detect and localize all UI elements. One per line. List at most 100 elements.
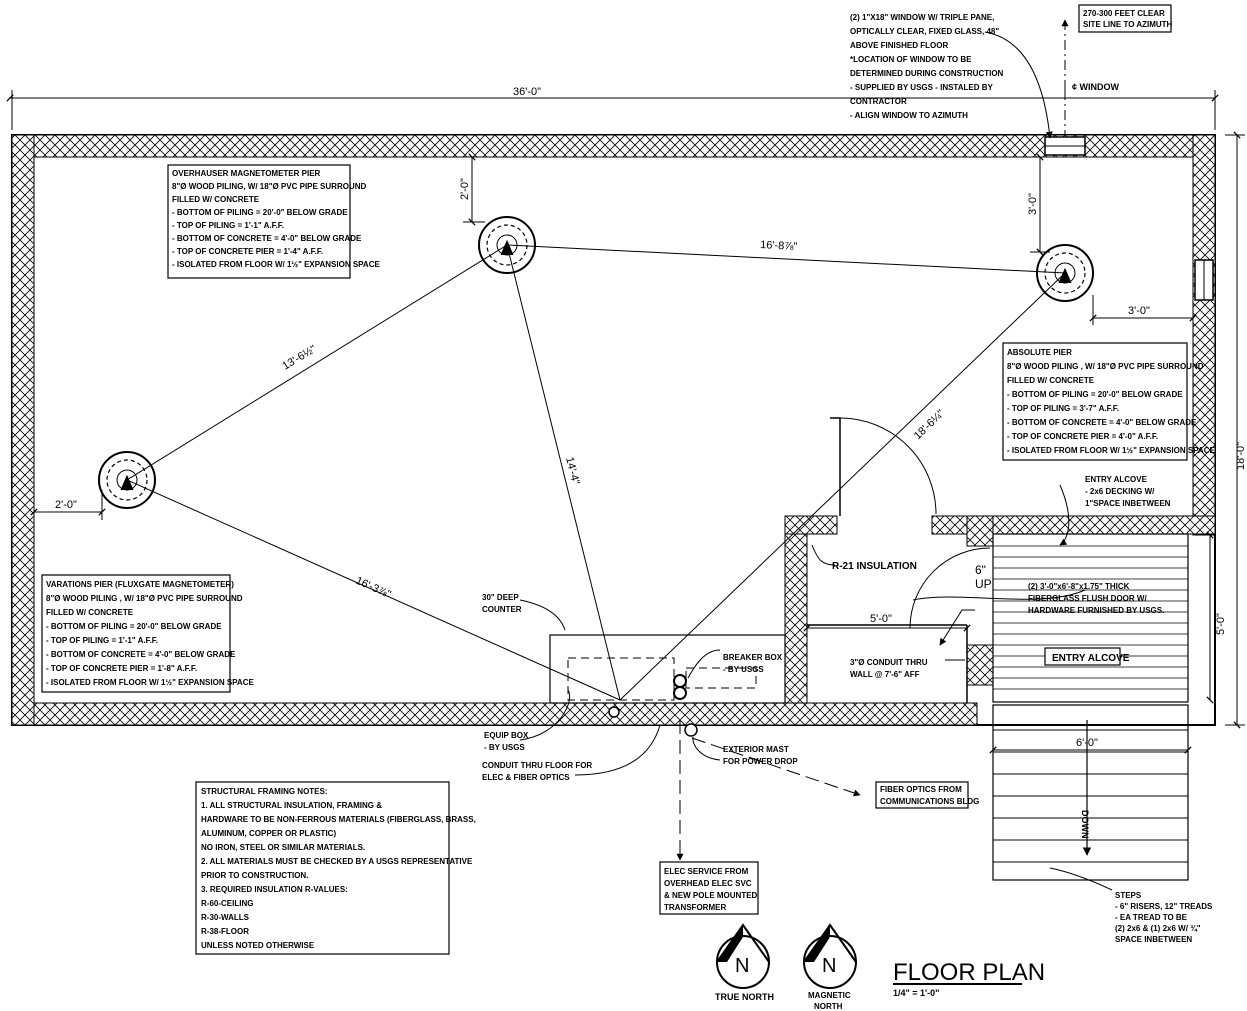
steps-note-line: - 6" RISERS, 12" TREADS [1115, 902, 1213, 911]
fiber-note-line: COMMUNICATIONS BLDG [880, 797, 979, 806]
structural-note-line: NO IRON, STEEL OR SIMILAR MATERIALS. [201, 843, 365, 852]
true-north-symbol: N TRUE NORTH [715, 923, 774, 1002]
door-note-line: FIBERGLASS FLUSH DOOR W/ [1028, 594, 1147, 603]
counter-note-line: COUNTER [482, 605, 522, 614]
structural-note-line: R-30-WALLS [201, 913, 250, 922]
absolute-note-line: - BOTTOM OF CONCRETE = 4'-0" BELOW GRADE [1007, 418, 1197, 427]
absolute-note-line: FILLED W/ CONCRETE [1007, 376, 1095, 385]
breaker-note-line: BREAKER BOX [723, 653, 783, 662]
absolute-note-line: - ISOLATED FROM FLOOR W/ 1½" EXPANSION S… [1007, 446, 1215, 455]
exterior-mast-note: EXTERIOR MAST FOR POWER DROP [723, 745, 798, 766]
window-centerline-label: ¢ WINDOW [1072, 82, 1120, 92]
structural-note-line: R-60-CEILING [201, 899, 253, 908]
steps-note-line: STEPS [1115, 891, 1142, 900]
variations-note-line: - ISOLATED FROM FLOOR W/ 1½" EXPANSION S… [46, 678, 254, 687]
fiber-note-line: FIBER OPTICS FROM [880, 785, 962, 794]
variations-note-line: - BOTTOM OF PILING = 20'-0" BELOW GRADE [46, 622, 222, 631]
steps-note-line: (2) 2x6 & (1) 2x6 W/ ¾" [1115, 924, 1201, 933]
overhauser-note-line: - ISOLATED FROM FLOOR W/ 1½" EXPANSION S… [172, 260, 380, 269]
elec-note-line: & NEW POLE MOUNTED [664, 891, 758, 900]
window-note-line: - SUPPLIED BY USGS - INSTALED BY [850, 83, 993, 92]
structural-note-line: 2. ALL MATERIALS MUST BE CHECKED BY A US… [201, 857, 473, 866]
magnetic-north-letter: N [822, 955, 836, 977]
window-note-line: DETERMINED DURING CONSTRUCTION [850, 69, 1004, 78]
conduit-floor-line: ELEC & FIBER OPTICS [482, 773, 570, 782]
entry-door [830, 417, 991, 629]
dim-2-0-top: 2'-0" [459, 178, 471, 200]
variations-note-line: - TOP OF PILING = 1'-1" A.F.F. [46, 636, 158, 645]
entry-alcove-line: ENTRY ALCOVE [1085, 475, 1148, 484]
window-top [1044, 136, 1086, 156]
equip-box-note: EQUIP BOX - BY USGS [484, 731, 529, 752]
overhauser-note-line: FILLED W/ CONCRETE [172, 195, 260, 204]
title-block: FLOOR PLAN 1/4" = 1'-0" [893, 959, 1045, 998]
overhauser-note-line: - TOP OF PILING = 1'-1" A.F.F. [172, 221, 284, 230]
elec-note-line: ELEC SERVICE FROM [664, 867, 749, 876]
elec-service-note: ELEC SERVICE FROM OVERHEAD ELEC SVC & NEW … [664, 867, 758, 912]
leader-lines [519, 31, 1113, 891]
absolute-note-line: - TOP OF CONCRETE PIER = 4'-0" A.F.F. [1007, 432, 1158, 441]
dim-6-0: 6'-0" [1076, 737, 1098, 749]
dim-overall-depth: 18'-0" [1235, 442, 1247, 470]
equip-box-line: EQUIP BOX [484, 731, 529, 740]
step-up-line: 6" [975, 563, 986, 577]
magnetic-north-label-1: MAGNETIC [808, 991, 851, 1000]
entry-alcove-line: - 2x6 DECKING W/ [1085, 487, 1155, 496]
dim-3-0-horizontal: 3'-0" [1128, 305, 1150, 317]
mast-note-line: FOR POWER DROP [723, 757, 798, 766]
variations-pier-note: VARATIONS PIER (FLUXGATE MAGNETOMETER) 8"… [46, 580, 254, 687]
variations-note-line: 8"Ø WOOD PILING , W/ 18"Ø PVC PIPE SURRO… [46, 594, 243, 603]
dimension-lines [6, 19, 1245, 754]
variations-note-line: VARATIONS PIER (FLUXGATE MAGNETOMETER) [46, 580, 234, 589]
structural-note-line: HARDWARE TO BE NON-FERROUS MATERIALS (FI… [201, 815, 476, 824]
structural-note-line: PRIOR TO CONSTRUCTION. [201, 871, 308, 880]
structural-note-line: 1. ALL STRUCTURAL INSULATION, FRAMING & [201, 801, 382, 810]
drawing-scale: 1/4" = 1'-0" [893, 988, 939, 998]
absolute-note-line: - TOP OF PILING = 3'-7" A.F.F. [1007, 404, 1119, 413]
conduit-wall-note-line: 3"Ø CONDUIT THRU [850, 658, 928, 667]
variations-note-line: FILLED W/ CONCRETE [46, 608, 134, 617]
window-note-line: *LOCATION OF WINDOW TO BE [850, 55, 972, 64]
door-note-line: HARDWARE FURNISHED BY USGS. [1028, 606, 1164, 615]
window-note: (2) 1"X18" WINDOW W/ TRIPLE PANE,OPTICAL… [850, 13, 1004, 120]
counter-note: 30" DEEP COUNTER [482, 593, 522, 614]
entry-alcove-line: 1"SPACE INBETWEEN [1085, 499, 1171, 508]
door-note-line: (2) 3'-0"x6'-8"x1.75" THICK [1028, 582, 1130, 591]
dim-5-0-horizontal: 5'-0" [870, 613, 892, 625]
window-note-line: CONTRACTOR [850, 97, 907, 106]
fiber-optics-note: FIBER OPTICS FROM COMMUNICATIONS BLDG [880, 785, 979, 806]
structural-note-line: STRUCTURAL FRAMING NOTES: [201, 787, 328, 796]
absolute-note-line: - BOTTOM OF PILING = 20'-0" BELOW GRADE [1007, 390, 1183, 399]
mast-note-line: EXTERIOR MAST [723, 745, 789, 754]
absolute-note-line: ABSOLUTE PIER [1007, 348, 1072, 357]
dim-18-6: 18'-6¼" [912, 408, 947, 443]
window-note-line: (2) 1"X18" WINDOW W/ TRIPLE PANE, [850, 13, 994, 22]
r21-insulation-label: R-21 INSULATION [832, 561, 917, 572]
steps-note-line: SPACE INBETWEEN [1115, 935, 1192, 944]
dim-overall-width: 36'-0" [513, 86, 541, 98]
variations-note-line: - TOP OF CONCRETE PIER = 1'-8" A.F.F. [46, 664, 197, 673]
counter-note-line: 30" DEEP [482, 593, 519, 602]
magnetic-north-label-2: NORTH [814, 1002, 843, 1011]
elec-note-line: TRANSFORMER [664, 903, 726, 912]
site-line-line: SITE LINE TO AZIMUTH [1083, 20, 1173, 29]
exterior-walls [11, 134, 1216, 726]
door-note: (2) 3'-0"x6'-8"x1.75" THICK FIBERGLASS FL… [1028, 582, 1164, 615]
breaker-box-note: BREAKER BOX- BY USGS [723, 653, 783, 674]
dim-16-8: 16'-8⅞" [760, 239, 798, 253]
magnetic-north-symbol: N MAGNETIC NORTH [803, 923, 857, 1011]
absolute-pier-note: ABSOLUTE PIER 8"Ø WOOD PILING , W/ 18"Ø P… [1007, 348, 1215, 455]
step-up-line: UP [975, 577, 992, 591]
overhauser-note-line: - TOP OF CONCRETE PIER = 1'-4" A.F.F. [172, 247, 323, 256]
elec-note-line: OVERHEAD ELEC SVC [664, 879, 752, 888]
variations-note-line: - BOTTOM OF CONCRETE = 4'-0" BELOW GRADE [46, 650, 236, 659]
equip-box-line: - BY USGS [484, 743, 525, 752]
steps-note-line: - EA TREAD TO BE [1115, 913, 1188, 922]
true-north-label: TRUE NORTH [715, 992, 774, 1002]
steps-note: STEPS - 6" RISERS, 12" TREADS - EA TREAD T… [1115, 891, 1213, 944]
absolute-note-line: 8"Ø WOOD PILING , W/ 18"Ø PVC PIPE SURRO… [1007, 362, 1204, 371]
